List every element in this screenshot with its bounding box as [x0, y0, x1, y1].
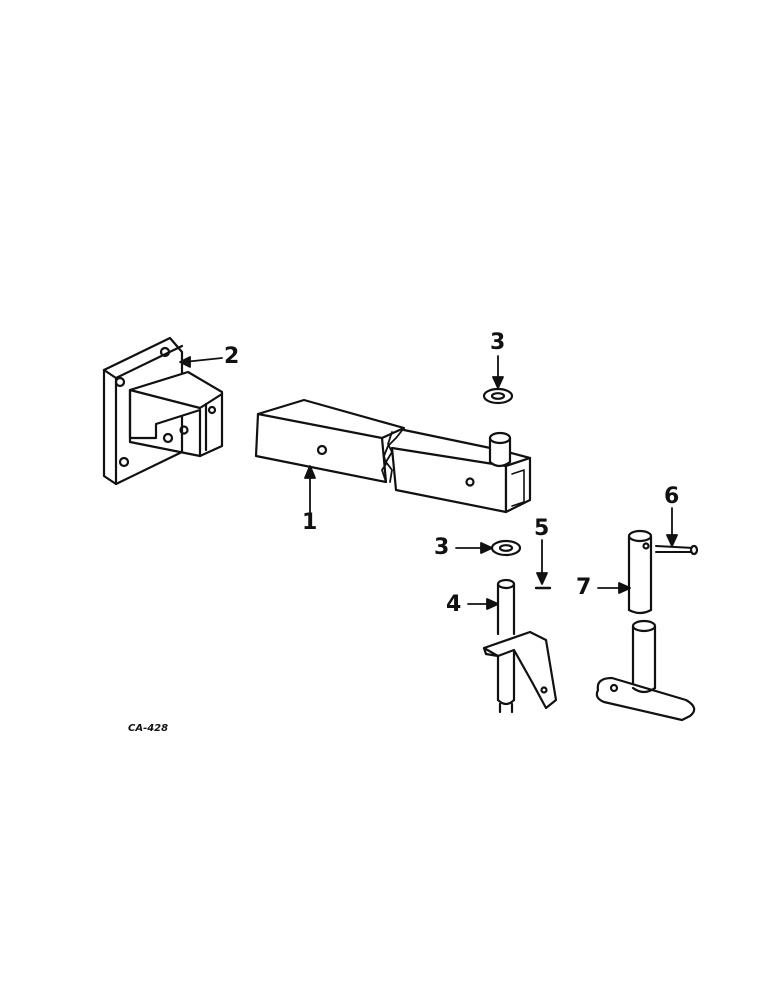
callout-2: 2: [224, 344, 240, 369]
washer-top: [482, 387, 514, 405]
leader-arrows: [179, 355, 678, 610]
callout-7: 7: [576, 575, 592, 600]
callout-4: 4: [446, 592, 462, 617]
callout-1: 1: [302, 510, 318, 535]
mounting-bracket: [102, 336, 224, 486]
hitch-bar: [254, 398, 532, 514]
jack-stand-foot: [595, 619, 696, 722]
callout-5: 5: [534, 516, 550, 541]
clevis-pin: [655, 544, 699, 556]
figure-code: CA-428: [128, 723, 169, 734]
jack-stand-tube: [627, 529, 653, 615]
bracket-channel: [128, 370, 224, 458]
washer-middle: [490, 539, 522, 557]
callout-3-top: 3: [490, 330, 506, 355]
callout-3-middle: 3: [434, 535, 450, 560]
hitch-bar-left: [254, 412, 388, 484]
callout-6: 6: [664, 484, 680, 509]
pivot-pin-arm: [482, 578, 558, 714]
